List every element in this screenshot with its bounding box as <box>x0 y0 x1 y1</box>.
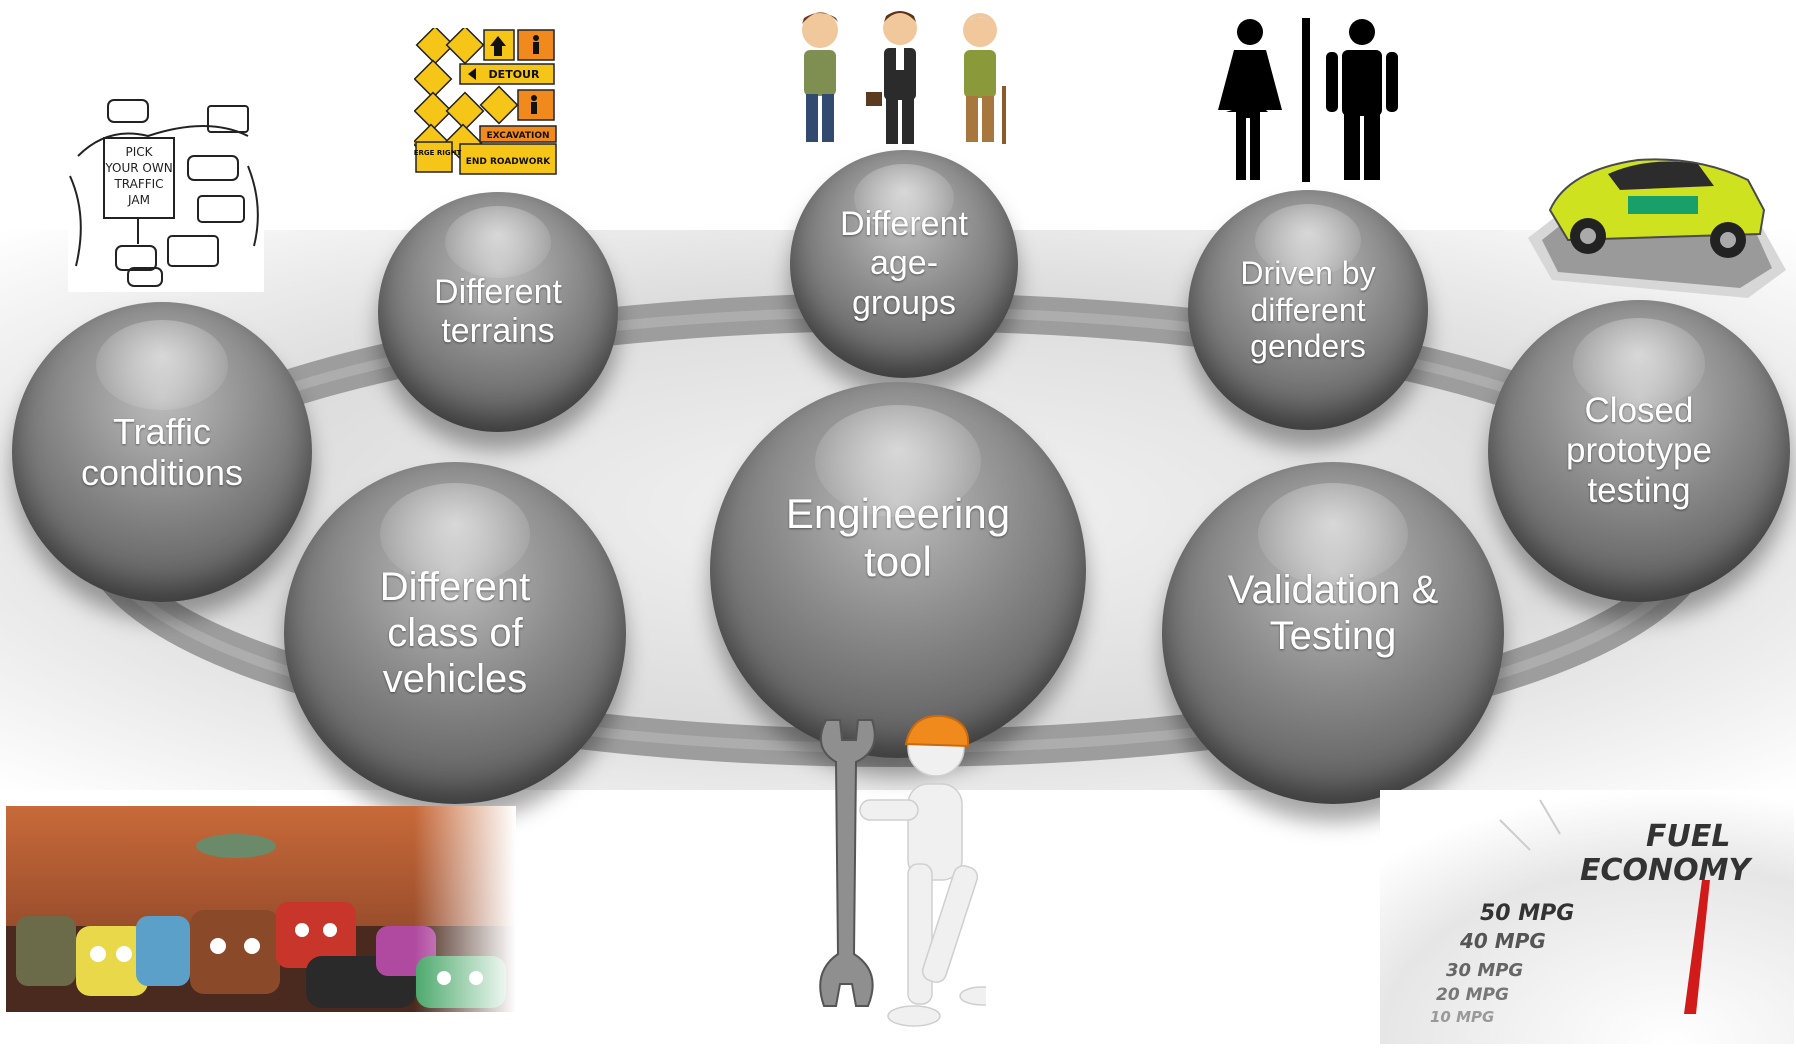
sign-line-2: YOUR OWN <box>104 161 172 175</box>
elderly-man-figure <box>963 13 1006 144</box>
wrench-icon <box>819 719 876 1007</box>
mpg-mark-30: 30 MPG <box>1446 960 1523 981</box>
node-driven-by-different-genders[interactable]: Driven by different genders <box>1188 190 1428 430</box>
road-signs-image: DETOUR EXCAVATION MERGE RIGHT END ROADWO… <box>414 28 557 175</box>
sphere-highlight <box>1255 204 1361 277</box>
fuel-economy-gauge-image: FUEL ECONOMY 50 MPG 40 MPG 30 MPG 20 MPG… <box>1380 790 1794 1044</box>
node-closed-prototype-testing[interactable]: Closed prototype testing <box>1488 300 1790 602</box>
mpg-mark-40: 40 MPG <box>1459 929 1546 953</box>
sphere-highlight <box>1572 318 1706 409</box>
people-age-groups-image <box>802 11 1006 144</box>
sphere-highlight <box>1257 482 1409 586</box>
mpg-mark-10: 10 MPG <box>1430 1008 1494 1026</box>
sphere-highlight <box>815 404 981 518</box>
node-label: Validation & Testing <box>1227 568 1439 658</box>
node-label: Different class of vehicles <box>379 565 531 701</box>
sign-line-4: JAM <box>127 193 150 207</box>
node-label: Different age-groups <box>840 205 968 322</box>
node-traffic-conditions[interactable]: Traffic conditions <box>12 302 312 602</box>
hub-engineering-tool[interactable]: Engineering tool <box>710 382 1086 758</box>
gender-symbol-icon <box>1218 18 1398 182</box>
end-roadwork-sign-text: END ROADWORK <box>466 157 552 167</box>
node-label: Closed prototype testing <box>1566 390 1712 511</box>
sphere-highlight <box>445 206 551 279</box>
businessman-figure <box>866 11 917 144</box>
node-different-class-of-vehicles[interactable]: Different class of vehicles <box>284 462 626 804</box>
sphere-highlight <box>96 320 228 410</box>
cars-collage-image <box>6 806 516 1012</box>
traffic-jam-sketch: PICK YOUR OWN TRAFFIC JAM <box>68 96 264 292</box>
sign-line-1: PICK <box>125 145 153 159</box>
sphere-highlight <box>379 482 531 586</box>
fuel-title-line-2: ECONOMY <box>1580 853 1753 888</box>
node-different-terrains[interactable]: Different terrains <box>378 192 618 432</box>
sphere-highlight <box>853 163 955 233</box>
excavation-sign-text: EXCAVATION <box>486 131 549 141</box>
node-label: Different terrains <box>434 272 562 350</box>
detour-sign-text: DETOUR <box>489 68 540 81</box>
fuel-title-line-1: FUEL <box>1646 819 1730 854</box>
young-man-figure <box>802 12 838 142</box>
mpg-mark-20: 20 MPG <box>1436 985 1509 1005</box>
hub-label: Engineering tool <box>785 489 1011 585</box>
prototype-car-image <box>1528 158 1786 298</box>
engineer-figure-with-wrench <box>819 714 986 1027</box>
node-label: Traffic conditions <box>80 410 244 493</box>
node-different-age-groups[interactable]: Different age-groups <box>790 150 1018 378</box>
node-label: Driven by different genders <box>1240 254 1376 365</box>
node-validation-testing[interactable]: Validation & Testing <box>1162 462 1504 804</box>
sign-line-3: TRAFFIC <box>113 177 163 191</box>
merge-right-sign-text: MERGE RIGHT <box>414 149 461 157</box>
mpg-mark-50: 50 MPG <box>1480 901 1574 926</box>
gauge-needle <box>1684 880 1710 1014</box>
